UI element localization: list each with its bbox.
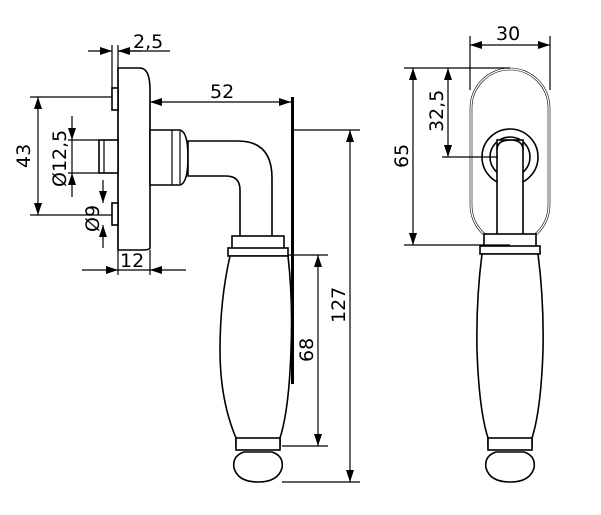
dim-plate-width: 30 <box>496 23 520 45</box>
side-view <box>98 67 294 483</box>
lower-screw <box>111 202 119 226</box>
dim-grip-length: 68 <box>296 338 318 362</box>
window-frame-line <box>291 97 294 384</box>
dim-plate-height: 65 <box>391 144 413 168</box>
front-view <box>469 67 551 483</box>
front-dimensions: 30 65 32,5 <box>391 23 551 246</box>
dim-spindle-offset: 32,5 <box>426 90 448 132</box>
lever-arm <box>187 140 273 239</box>
front-neck <box>496 139 524 236</box>
side-dimensions: 2,5 52 43 Ø12,5 Ø9 12 68 <box>13 31 360 483</box>
dim-plate-thickness: 2,5 <box>133 31 163 53</box>
lever-end-knob <box>232 451 284 483</box>
lever-collar <box>149 129 189 186</box>
dim-screw-diameter: Ø9 <box>82 205 104 232</box>
rose-plate <box>117 67 151 251</box>
front-end-knob <box>484 451 536 483</box>
dim-spindle-diameter: Ø12,5 <box>49 130 71 187</box>
spindle <box>98 139 119 174</box>
dim-projection: 52 <box>210 81 234 103</box>
front-grip <box>476 253 544 447</box>
dim-fixing-spacing: 43 <box>13 144 35 168</box>
lever-ferrule-base <box>227 247 289 257</box>
dim-overall-length: 127 <box>328 287 350 323</box>
dim-rose-depth: 12 <box>120 250 144 272</box>
upper-screw <box>111 87 119 111</box>
lever-grip <box>219 255 293 447</box>
